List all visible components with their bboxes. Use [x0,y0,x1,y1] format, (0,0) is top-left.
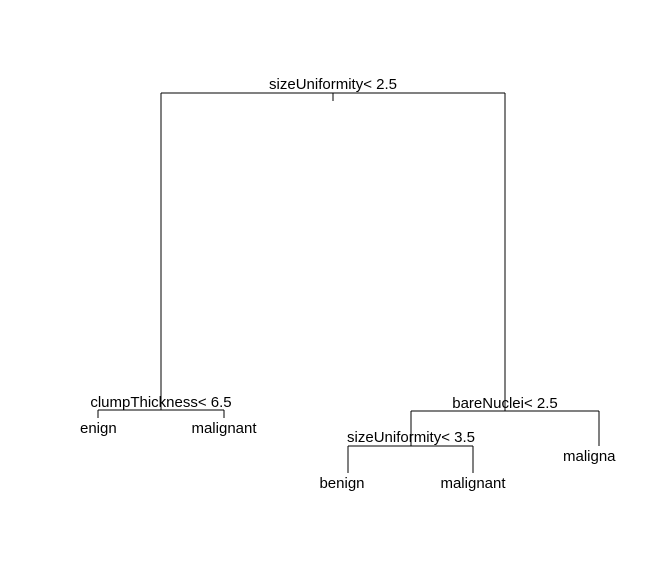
right-left-split-label: sizeUniformity< 3.5 [347,429,475,446]
leaf-left-right-label: malignant [191,420,257,437]
leaf-right-right-label: maligna [563,448,616,465]
root-split-label: sizeUniformity< 2.5 [269,76,397,93]
leaf-left-left-label: enign [80,420,117,437]
left-split-label: clumpThickness< 6.5 [90,394,231,411]
leaf-right-left-left-label: benign [319,475,364,492]
leaf-right-left-right-label: malignant [440,475,506,492]
right-split-label: bareNuclei< 2.5 [452,395,557,412]
